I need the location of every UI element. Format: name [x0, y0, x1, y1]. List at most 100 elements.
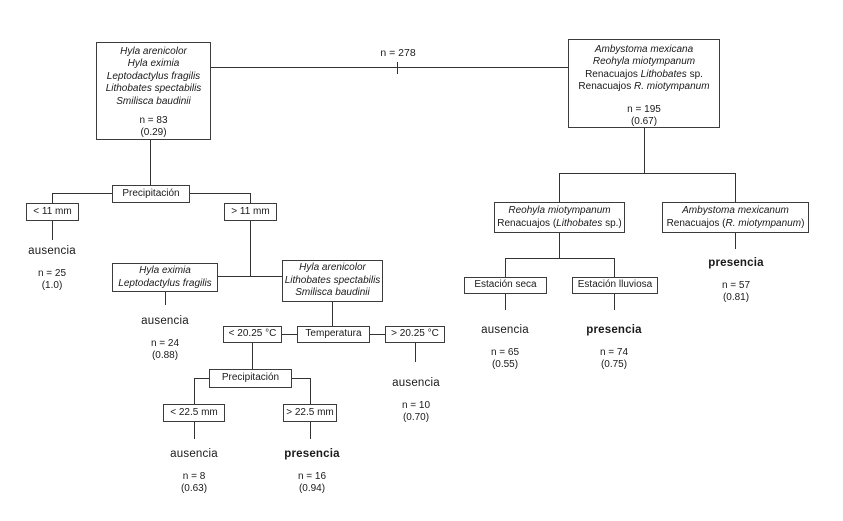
probability: (0.88) — [151, 350, 179, 362]
species-name: Reohyla miotympanum — [508, 205, 611, 217]
species-name: Renacuajos R. miotympanum — [578, 81, 710, 93]
connector — [250, 193, 252, 203]
leaf-eximia: ausencia n = 24 (0.88) — [105, 314, 225, 363]
outcome-label: ausencia — [170, 448, 218, 460]
condition-lt-11mm: < 11 mm — [26, 203, 79, 221]
leaf-lt-11mm: ausencia n = 25 (1.0) — [0, 244, 112, 293]
species-name: Ambystoma mexicanum — [682, 205, 789, 217]
node-reohyla: Reohyla miotympanum Renacuajos (Lithobat… — [494, 202, 625, 233]
sample-size: n = 83 — [139, 115, 168, 127]
leaf-estacion-seca: ausencia n = 65 (0.55) — [445, 323, 565, 372]
outcome-label: ausencia — [481, 324, 529, 336]
probability: (0.94) — [298, 483, 326, 495]
condition-gt-2025c: > 20.25 °C — [385, 326, 445, 343]
probability: (0.67) — [630, 116, 658, 128]
connector — [505, 258, 507, 277]
split-precipitacion-2: Precipitación — [209, 369, 292, 388]
connector — [190, 193, 250, 195]
species-name: Renacuajos Lithobates sp. — [585, 68, 703, 80]
connector — [250, 221, 252, 276]
probability: (0.81) — [722, 292, 750, 304]
connector — [644, 128, 646, 173]
species-name: Lithobates spectabilis — [284, 274, 381, 286]
connector — [614, 258, 616, 277]
connector — [370, 334, 385, 336]
probability: (0.29) — [140, 127, 167, 139]
split-temperatura: Temperatura — [297, 326, 370, 343]
probability: (1.0) — [41, 280, 63, 292]
connector — [735, 233, 737, 249]
connector — [505, 258, 614, 260]
species-name: Renacuajos (R. miotympanum) — [666, 217, 805, 229]
sample-size: n = 65 — [490, 347, 520, 358]
species-name: Hyla arenicolor — [120, 46, 187, 57]
root-sample-size-label: n = 278 — [380, 47, 416, 59]
leaf-estacion-lluviosa: presencia n = 74 (0.75) — [554, 323, 674, 372]
probability: (0.70) — [402, 412, 430, 424]
species-name: Smilisca baudinii — [295, 287, 370, 299]
connector — [165, 292, 167, 305]
connector — [194, 378, 196, 404]
connector — [194, 422, 196, 439]
sample-size: n = 8 — [182, 471, 206, 482]
leaf-gt-225mm: presencia n = 16 (0.94) — [252, 447, 372, 496]
outcome-label: ausencia — [28, 245, 76, 257]
connector — [614, 294, 616, 310]
species-name: Lithobates spectabilis — [105, 83, 202, 95]
species-name: Leptodactylus fragilis — [106, 70, 201, 82]
split-precipitacion-1: Precipitación — [112, 185, 190, 203]
node-left-root: Hyla arenicolor Hyla eximia Leptodactylu… — [96, 42, 211, 140]
leaf-ambystoma: presencia n = 57 (0.81) — [676, 256, 796, 305]
condition-lt-2025c: < 20.25 °C — [223, 326, 282, 343]
connector — [735, 173, 737, 202]
leaf-gt-2025c: ausencia n = 10 (0.70) — [356, 376, 476, 425]
sample-size: n = 24 — [150, 338, 180, 349]
outcome-label: ausencia — [141, 315, 189, 327]
connector — [292, 378, 310, 380]
sample-size: n = 16 — [297, 471, 327, 482]
connector — [252, 343, 254, 369]
species-name: Ambystoma mexicana — [594, 44, 694, 55]
connector — [559, 233, 561, 258]
connector — [310, 422, 312, 439]
species-name: Renacuajos (Lithobates sp.) — [497, 217, 622, 229]
species-name: Hyla arenicolor — [299, 262, 366, 274]
species-name: Hyla eximia — [127, 58, 180, 70]
sample-size: n = 57 — [721, 280, 751, 291]
node-eximia-fragilis: Hyla eximia Leptodactylus fragilis — [112, 263, 218, 292]
sample-size: n = 10 — [401, 400, 431, 411]
connector — [150, 140, 152, 185]
species-name: Leptodactylus fragilis — [118, 277, 212, 289]
connector — [211, 67, 568, 69]
connector — [194, 378, 209, 380]
probability: (0.75) — [600, 359, 628, 371]
leaf-lt-225mm: ausencia n = 8 (0.63) — [134, 447, 254, 496]
probability: (0.55) — [491, 359, 519, 371]
connector — [52, 193, 54, 203]
connector — [52, 221, 54, 240]
condition-estacion-seca: Estación seca — [464, 277, 547, 294]
condition-gt-225mm: > 22.5 mm — [283, 404, 337, 422]
node-right-root: Ambystoma mexicana Reohyla miotympanum R… — [568, 39, 720, 128]
root-tick-mark — [397, 62, 399, 74]
species-name: Reohyla miotympanum — [592, 56, 696, 68]
sample-size: n = 25 — [37, 268, 67, 279]
outcome-label: presencia — [586, 324, 642, 336]
outcome-label: ausencia — [392, 377, 440, 389]
species-name: Hyla eximia — [139, 265, 191, 277]
connector — [559, 173, 735, 175]
connector — [559, 173, 561, 202]
species-name: Smilisca baudinii — [116, 95, 191, 107]
probability: (0.63) — [180, 483, 208, 495]
condition-lt-225mm: < 22.5 mm — [163, 404, 225, 422]
outcome-label: presencia — [708, 257, 764, 269]
sample-size: n = 74 — [599, 347, 629, 358]
condition-gt-11mm: > 11 mm — [224, 203, 277, 221]
connector — [332, 302, 334, 326]
connector — [282, 334, 297, 336]
connector — [415, 343, 417, 362]
node-ambystoma: Ambystoma mexicanum Renacuajos (R. mioty… — [662, 202, 809, 233]
connector — [218, 276, 282, 278]
node-arenicolor-spectabilis-baudinii: Hyla arenicolor Lithobates spectabilis S… — [282, 260, 383, 302]
